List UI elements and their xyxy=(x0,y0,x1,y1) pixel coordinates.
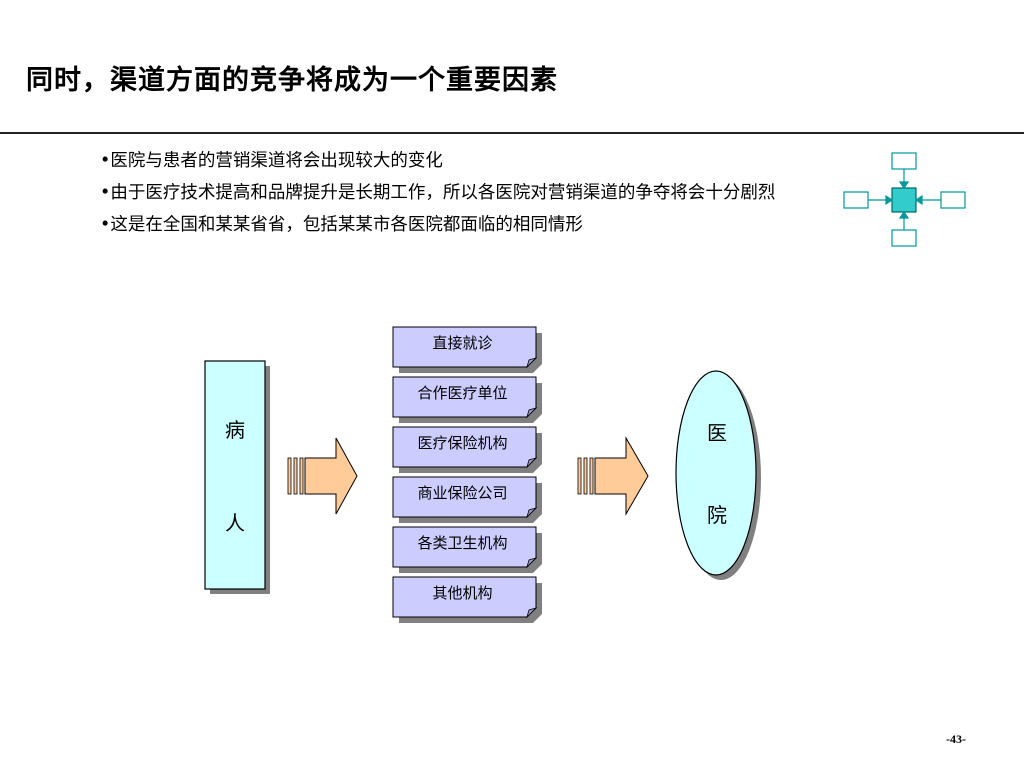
patient-label-1: 病 xyxy=(225,418,245,442)
page-title: 同时，渠道方面的竞争将成为一个重要因素 xyxy=(26,65,558,96)
page-number: -43- xyxy=(946,732,966,746)
channel-label: 商业保险公司 xyxy=(417,484,507,502)
hospital-label-2: 院 xyxy=(707,503,727,527)
channel-box: 各类卫生机构 xyxy=(392,526,542,573)
channel-box: 直接就诊 xyxy=(392,326,542,373)
hospital-label-1: 医 xyxy=(707,421,727,445)
bullet-item: •由于医疗技术提高和品牌提升是长期工作，所以各医院对营销渠道的争夺将会十分剧烈 xyxy=(100,180,840,206)
channel-label: 各类卫生机构 xyxy=(417,534,507,552)
bullet-marker: • xyxy=(100,215,111,235)
title-divider xyxy=(0,132,1024,134)
bullet-marker: • xyxy=(100,151,111,171)
bullet-list: •医院与患者的营销渠道将会出现较大的变化 •由于医疗技术提高和品牌提升是长期工作… xyxy=(100,148,840,238)
channel-label: 合作医疗单位 xyxy=(417,384,507,402)
patient-box: 病 人 xyxy=(204,360,270,594)
hospital-ellipse: 医 院 xyxy=(675,370,761,580)
channel-box: 医疗保险机构 xyxy=(392,426,542,473)
bullet-marker: • xyxy=(100,183,111,203)
channel-label: 其他机构 xyxy=(432,584,492,602)
bullet-text: 医院与患者的营销渠道将会出现较大的变化 xyxy=(110,151,443,171)
bullet-item: •医院与患者的营销渠道将会出现较大的变化 xyxy=(100,148,840,174)
channel-label: 直接就诊 xyxy=(432,334,492,352)
patient-label-2: 人 xyxy=(225,511,245,535)
convergence-icon xyxy=(843,152,966,247)
channel-box: 商业保险公司 xyxy=(392,476,542,523)
flow-arrow-left xyxy=(287,437,358,515)
bullet-text: 由于医疗技术提高和品牌提升是长期工作，所以各医院对营销渠道的争夺将会十分剧烈 xyxy=(110,183,776,203)
bullet-text: 这是在全国和某某省省，包括某某市各医院都面临的相同情形 xyxy=(110,215,583,235)
channel-label: 医疗保险机构 xyxy=(417,434,507,452)
channel-box: 合作医疗单位 xyxy=(392,376,542,423)
flow-arrow-right xyxy=(577,436,649,516)
bullet-item: •这是在全国和某某省省，包括某某市各医院都面临的相同情形 xyxy=(100,212,840,238)
channel-box: 其他机构 xyxy=(392,576,542,623)
icon-arrows xyxy=(868,169,941,230)
